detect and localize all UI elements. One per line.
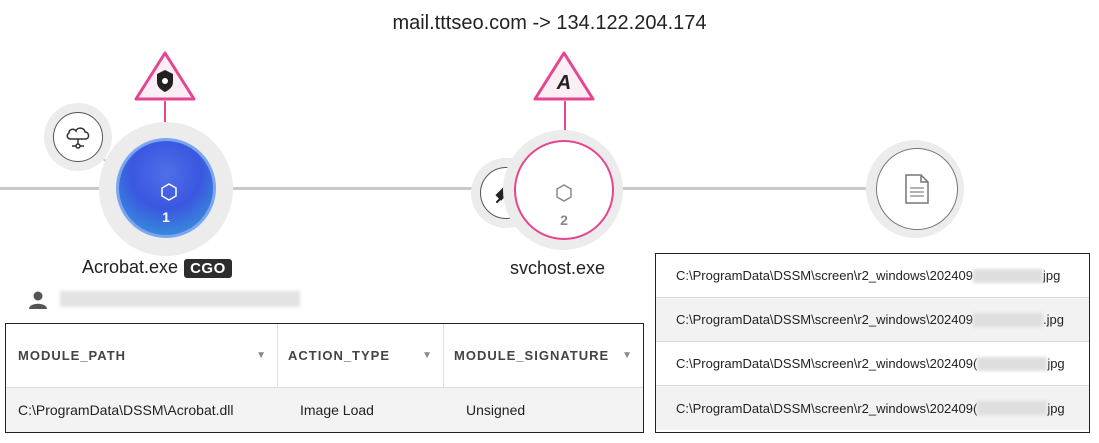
hexagon-icon <box>161 183 177 201</box>
acrobat-process-node[interactable]: 1 <box>116 138 216 238</box>
cell-module-signature: Unsigned <box>466 402 526 418</box>
alert-letter: A <box>556 72 572 94</box>
svchost-process-node[interactable]: 2 <box>514 140 614 240</box>
list-item[interactable]: C:\ProgramData\DSSM\screen\r2_windows\20… <box>656 254 1089 298</box>
file-node[interactable] <box>876 148 958 230</box>
module-table-header: MODULE_PATH ▼ ACTION_TYPE ▼ MODULE_SIGNA… <box>6 324 643 388</box>
redacted-filename <box>977 401 1048 415</box>
column-header-action-type[interactable]: ACTION_TYPE ▼ <box>278 324 444 387</box>
alert-stem-1 <box>164 101 166 141</box>
acrobat-process-name: Acrobat.exe <box>82 257 179 277</box>
svchost-node-count: 2 <box>560 212 568 228</box>
filter-icon[interactable]: ▼ <box>622 350 633 361</box>
svchost-process-name: svchost.exe <box>510 258 606 278</box>
list-item[interactable]: C:\ProgramData\DSSM\screen\r2_windows\20… <box>656 386 1089 430</box>
alert-stem-2 <box>564 101 566 141</box>
cloud-network-icon <box>66 127 90 149</box>
redacted-username <box>60 291 300 307</box>
file-document-icon <box>905 174 929 204</box>
redacted-filename <box>972 268 1043 283</box>
cgo-badge: CGO <box>184 259 232 278</box>
filter-icon[interactable]: ▼ <box>256 350 267 361</box>
list-item[interactable]: C:\ProgramData\DSSM\screen\r2_windows\20… <box>656 298 1089 342</box>
connection-title: mail.tttseo.com -> 134.122.204.174 <box>392 12 707 34</box>
module-table: MODULE_PATH ▼ ACTION_TYPE ▼ MODULE_SIGNA… <box>5 323 644 433</box>
timeline-line-right <box>610 187 890 190</box>
cell-action-type: Image Load <box>300 402 374 418</box>
hexagon-icon <box>556 184 572 202</box>
cell-module-path: C:\ProgramData\DSSM\Acrobat.dll <box>18 402 234 418</box>
column-header-module-path[interactable]: MODULE_PATH ▼ <box>6 324 278 387</box>
table-row[interactable]: C:\ProgramData\DSSM\Acrobat.dll Image Lo… <box>6 388 643 432</box>
list-item[interactable]: C:\ProgramData\DSSM\screen\r2_windows\20… <box>656 342 1089 386</box>
redacted-filename <box>977 356 1048 371</box>
acrobat-label-row: Acrobat.exe CGO <box>82 257 232 278</box>
filter-icon[interactable]: ▼ <box>422 350 433 361</box>
acrobat-node-count: 1 <box>162 209 170 225</box>
alert-triangle-letter[interactable] <box>532 50 596 102</box>
alert-triangle-shield[interactable] <box>133 50 197 102</box>
redacted-filename <box>972 312 1043 327</box>
file-list: C:\ProgramData\DSSM\screen\r2_windows\20… <box>655 253 1090 433</box>
user-icon <box>29 291 47 309</box>
cloud-node[interactable] <box>53 112 103 162</box>
column-header-module-signature[interactable]: MODULE_SIGNATURE ▼ <box>454 348 633 363</box>
timeline-line-left <box>0 187 480 190</box>
